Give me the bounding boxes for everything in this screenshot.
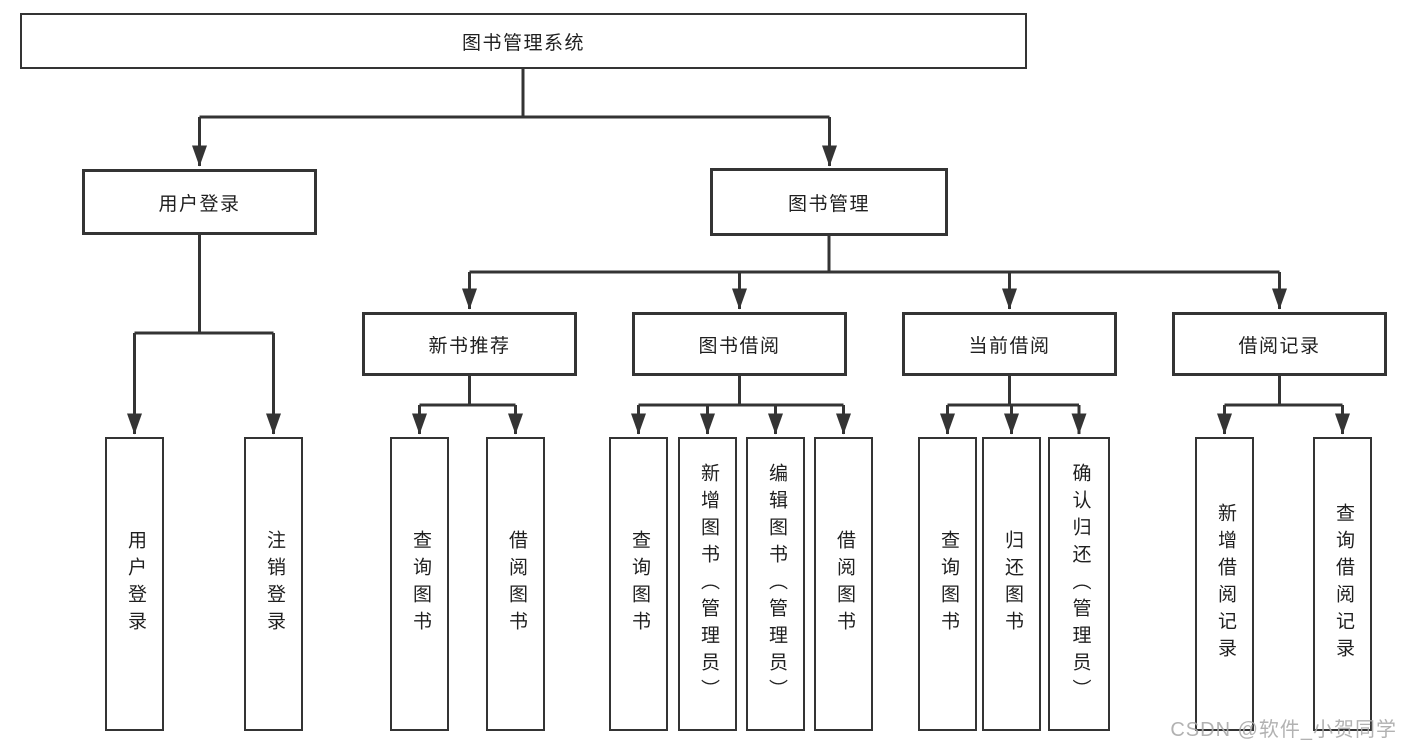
node-current-borrow: 当前借阅	[902, 312, 1117, 376]
node-user-login: 用户登录	[82, 169, 317, 235]
leaf-borrow-books-recommend: 借阅图书	[486, 437, 545, 731]
leaf-query-books-current: 查询图书	[918, 437, 977, 731]
arrows-user-login-leaves	[127, 333, 281, 435]
leaf-add-borrow-record: 新增借阅记录	[1195, 437, 1254, 731]
node-label: 图书借阅	[698, 335, 781, 357]
leaf-label: 借阅图书	[505, 530, 527, 638]
node-book-borrow: 图书借阅	[632, 312, 847, 376]
leaf-user-login: 用户登录	[105, 437, 164, 731]
arrows-level3	[462, 272, 1287, 310]
leaf-label: 新增图书（管理员）	[697, 462, 719, 706]
leaf-confirm-return-admin: 确认归还（管理员）	[1048, 437, 1110, 731]
node-new-book-recommend: 新书推荐	[362, 312, 577, 376]
rail-root-to-level2	[199, 67, 830, 119]
leaf-edit-book-admin: 编辑图书（管理员）	[746, 437, 805, 731]
rail-book-borrow	[638, 375, 844, 407]
leaf-query-borrow-record: 查询借阅记录	[1313, 437, 1372, 731]
leaf-label: 借阅图书	[833, 530, 855, 638]
leaf-label: 查询借阅记录	[1332, 503, 1354, 665]
leaf-borrow-books: 借阅图书	[814, 437, 873, 731]
csdn-watermark: CSDN @软件_小贺同学	[1170, 719, 1397, 741]
rail-new-book-recommend	[419, 375, 516, 407]
leaf-label: 确认归还（管理员）	[1069, 462, 1091, 706]
node-library-management-system: 图书管理系统	[20, 13, 1027, 69]
node-label: 图书管理	[787, 193, 870, 215]
leaf-label: 查询图书	[628, 530, 650, 638]
arrows-borrow-records-leaves	[1217, 405, 1350, 435]
node-label: 当前借阅	[968, 335, 1051, 357]
leaf-query-books-recommend: 查询图书	[390, 437, 449, 731]
leaf-label: 注销登录	[263, 530, 285, 638]
rail-borrow-records	[1224, 375, 1343, 407]
leaf-return-book: 归还图书	[982, 437, 1041, 731]
arrows-current-borrow-leaves	[940, 405, 1087, 435]
leaf-query-books-borrow: 查询图书	[609, 437, 668, 731]
rail-user-login-to-leaves	[134, 234, 274, 335]
leaf-label: 查询图书	[937, 530, 959, 638]
rail-book-management-to-level3	[469, 234, 1280, 274]
leaf-logout: 注销登录	[244, 437, 303, 731]
arrows-book-borrow-leaves	[631, 405, 851, 435]
node-label: 借阅记录	[1238, 335, 1321, 357]
arrows-level2	[192, 117, 837, 167]
rail-current-borrow	[947, 375, 1079, 407]
leaf-label: 查询图书	[409, 530, 431, 638]
leaf-label: 用户登录	[124, 530, 146, 638]
arrows-new-book-recommend-leaves	[412, 405, 523, 435]
leaf-label: 编辑图书（管理员）	[765, 462, 787, 706]
node-label: 新书推荐	[428, 335, 511, 357]
node-label: 图书管理系统	[461, 32, 585, 54]
leaf-add-book-admin: 新增图书（管理员）	[678, 437, 737, 731]
leaf-label: 归还图书	[1001, 530, 1023, 638]
node-label: 用户登录	[158, 193, 241, 215]
leaf-label: 新增借阅记录	[1214, 503, 1236, 665]
node-borrow-records: 借阅记录	[1172, 312, 1387, 376]
node-book-management: 图书管理	[710, 168, 948, 236]
